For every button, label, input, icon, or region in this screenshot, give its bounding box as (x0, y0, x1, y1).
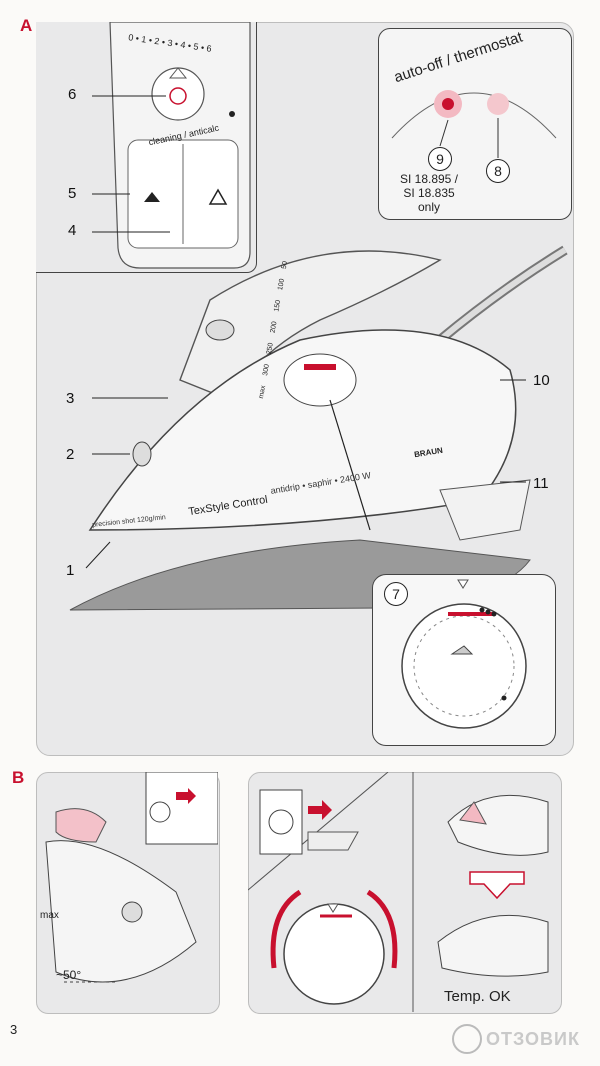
callout-4: 4 (68, 222, 77, 239)
callout-7: 7 (384, 582, 408, 606)
callout-11: 11 (533, 475, 549, 492)
callout-5: 5 (68, 185, 77, 202)
thermostat-note: SI 18.895 / SI 18.835 only (394, 172, 464, 214)
callout-leaders (85, 95, 526, 569)
callout-2: 2 (66, 446, 75, 463)
note-line-2: SI 18.835 (403, 186, 455, 200)
max-label: max (40, 910, 59, 921)
callout-9: 9 (428, 147, 452, 171)
callout-8: 8 (486, 159, 510, 183)
angle-label: ~50° (56, 968, 82, 982)
heat-up-illustration (248, 772, 549, 1012)
iron-illustration (69, 245, 568, 611)
watermark-text: ОТЗОВИК (486, 1028, 580, 1049)
section-b-label: B (12, 768, 25, 787)
thermostat-inset (378, 28, 572, 220)
thermostat-drawing (391, 90, 557, 158)
callout-3: 3 (66, 390, 75, 407)
watermark-logo-icon (452, 1024, 482, 1054)
note-line-1: SI 18.895 / (399, 172, 459, 186)
callout-6: 6 (68, 86, 77, 103)
fill-water-illustration (45, 772, 218, 983)
section-a-label: A (20, 16, 33, 35)
temp-ok-label: Temp. OK (444, 988, 511, 1005)
callout-10: 10 (533, 372, 550, 389)
watermark: ОТЗОВИК (452, 1024, 580, 1054)
callout-1: 1 (66, 562, 75, 579)
page-number: 3 (10, 1022, 18, 1037)
note-line-3: only (417, 200, 440, 214)
temperature-dial (401, 579, 527, 729)
